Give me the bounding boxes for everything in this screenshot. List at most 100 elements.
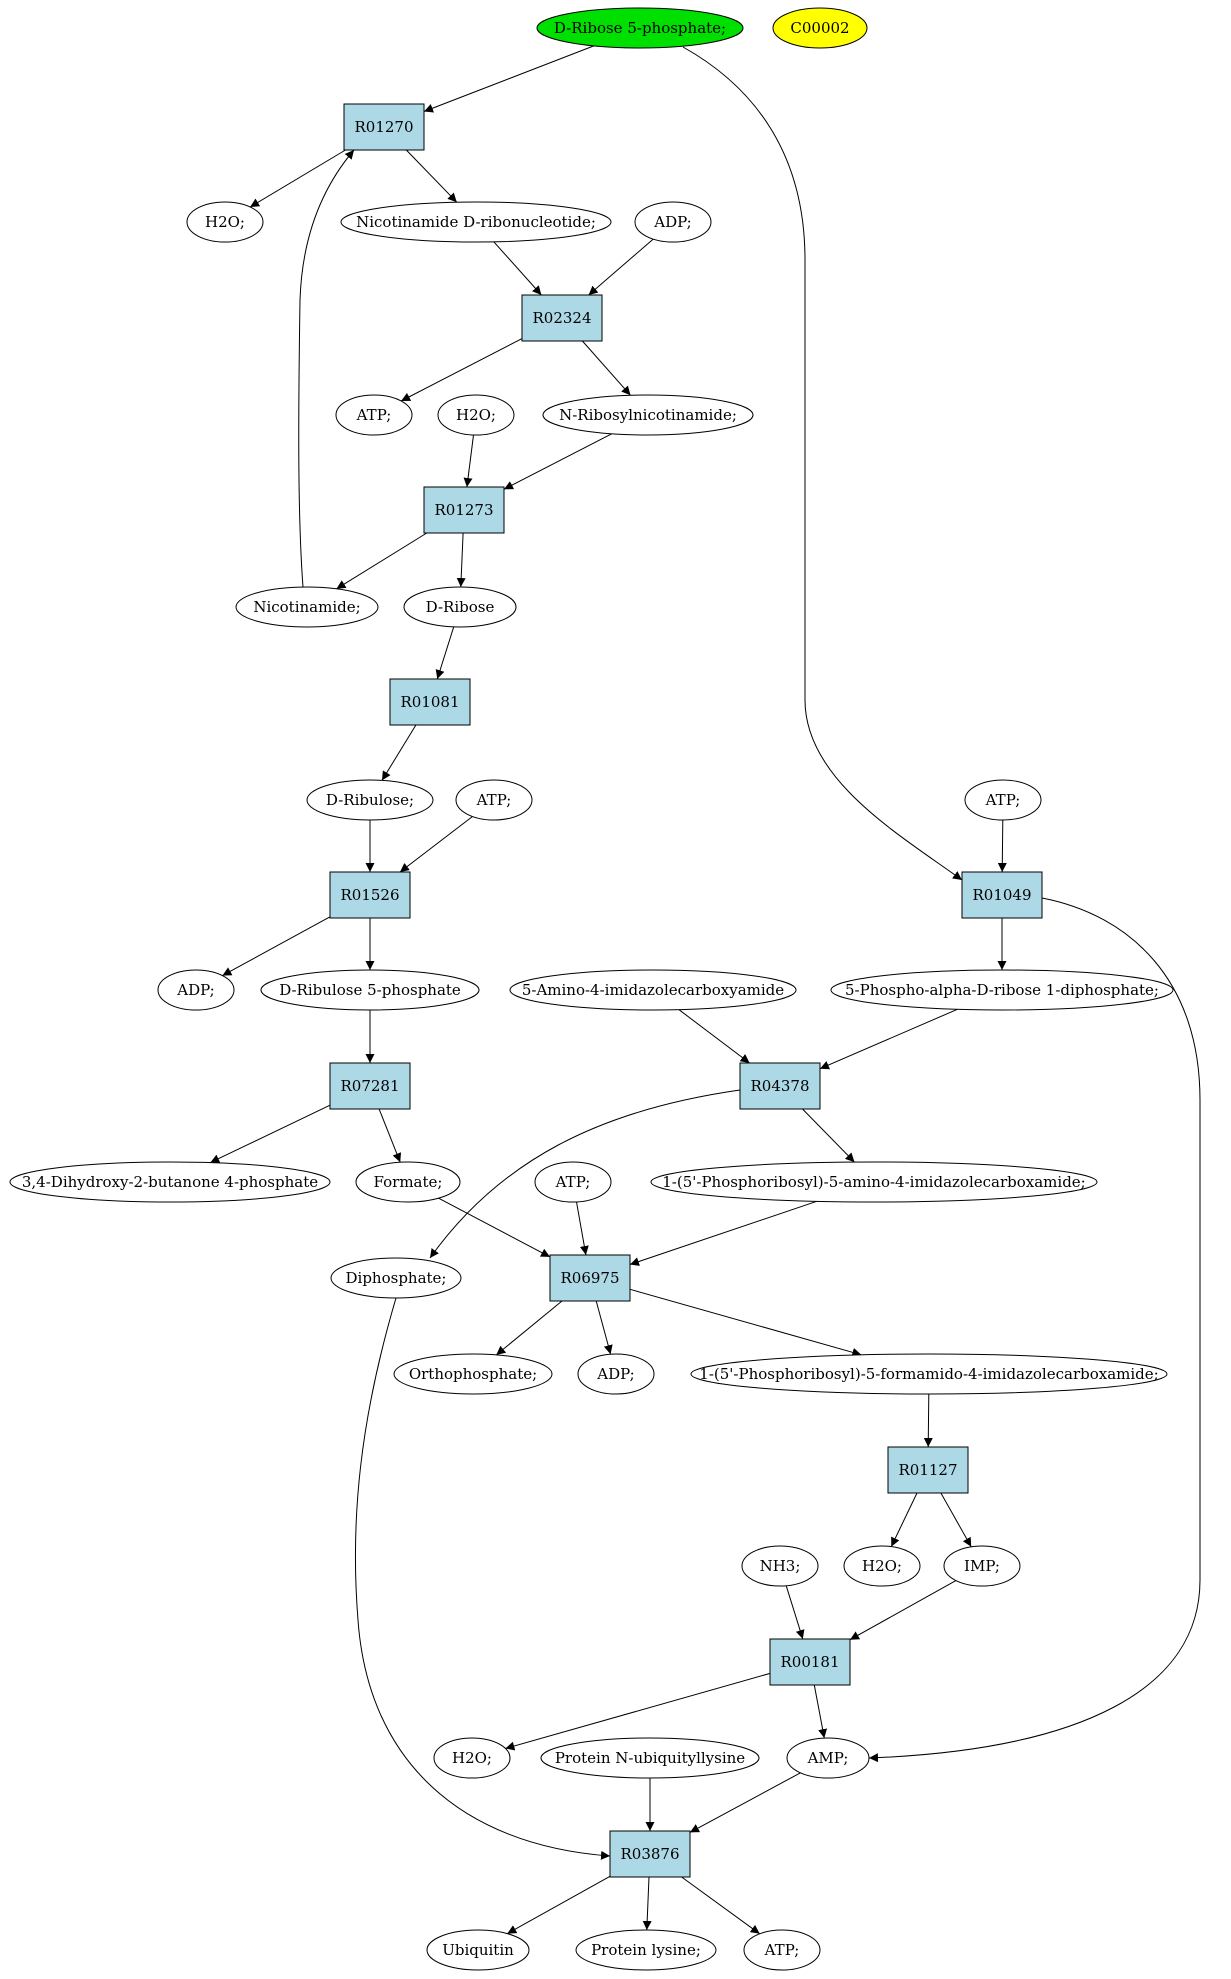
compound-node-c-h2o-1[interactable]: H2O; <box>186 201 264 243</box>
compound-node-c-ppi[interactable]: Diphosphate; <box>330 1257 462 1299</box>
compound-ellipse <box>741 1545 819 1587</box>
compound-node-c-nam[interactable]: Nicotinamide; <box>235 586 379 628</box>
compound-ellipse <box>157 969 235 1011</box>
compound-node-c-atp-5[interactable]: ATP; <box>743 1929 821 1971</box>
compound-ellipse <box>260 969 480 1011</box>
node-label: IMP; <box>964 1557 1000 1575</box>
edge-c_ppi-to-r03876 <box>354 1297 611 1860</box>
compound-ellipse <box>433 1737 511 1779</box>
compound-ellipse <box>577 1353 655 1395</box>
reaction-node-r00181[interactable]: R00181 <box>769 1638 851 1686</box>
edge-r01273-to-c_drib <box>456 532 466 588</box>
edge-c_formate-to-r06975 <box>438 1197 551 1258</box>
reaction-node-r01127[interactable]: R01127 <box>887 1446 969 1494</box>
compound-node-c-dhbp[interactable]: 3,4-Dihydroxy-2-butanone 4-phosphate <box>9 1161 331 1203</box>
reaction-box <box>887 1446 969 1494</box>
compound-node-c-drib[interactable]: D-Ribose <box>403 586 517 628</box>
node-label: N-Ribosylnicotinamide; <box>559 406 737 424</box>
compound-node-c-dribulose[interactable]: D-Ribulose; <box>306 779 434 821</box>
node-label: ATP; <box>476 791 512 809</box>
compound-node-c-h2o-4[interactable]: H2O; <box>433 1737 511 1779</box>
node-label: R01049 <box>972 886 1031 904</box>
compound-ellipse <box>235 586 379 628</box>
compound-node-c-adp-3[interactable]: ADP; <box>577 1353 655 1395</box>
reaction-box <box>329 871 411 919</box>
reaction-node-r04378[interactable]: R04378 <box>739 1062 821 1110</box>
node-label: R01127 <box>898 1461 957 1479</box>
reaction-box <box>423 486 505 534</box>
compound-node-c-ub[interactable]: Ubiquitin <box>426 1929 530 1971</box>
compound-ellipse <box>536 7 744 49</box>
reaction-node-r01526[interactable]: R01526 <box>329 871 411 919</box>
edge-c_adp_1-to-r02324 <box>588 238 654 296</box>
compound-ellipse <box>403 586 517 628</box>
compound-ellipse <box>355 1161 461 1203</box>
node-label: H2O; <box>205 213 245 231</box>
reaction-node-r03876[interactable]: R03876 <box>609 1830 691 1878</box>
compound-node-c-ru5p[interactable]: D-Ribulose 5-phosphate <box>260 969 480 1011</box>
compound-node-c-atp-2[interactable]: ATP; <box>455 779 533 821</box>
compound-node-c-nh3[interactable]: NH3; <box>741 1545 819 1587</box>
compound-ellipse <box>542 394 754 436</box>
edge-c_atp_3-to-r01049 <box>997 819 1007 873</box>
compound-ellipse <box>335 394 413 436</box>
edge-r02324-to-c_atp_1 <box>400 338 523 402</box>
node-label: 1-(5'-Phosphoribosyl)-5-amino-4-imidazol… <box>662 1173 1086 1191</box>
edge-r03876-to-c_plys <box>642 1876 652 1931</box>
compound-node-c-atp-4[interactable]: ATP; <box>534 1161 612 1203</box>
compound-ellipse <box>426 1929 530 1971</box>
compound-ellipse <box>964 779 1042 821</box>
edge-r04378-to-c_aicar <box>802 1108 855 1163</box>
reaction-box <box>343 103 425 151</box>
compound-node-c-h2o-3[interactable]: H2O; <box>843 1545 921 1587</box>
compound-ellipse <box>509 969 797 1011</box>
node-label: ATP; <box>356 406 392 424</box>
node-label: Ubiquitin <box>442 1941 514 1959</box>
compound-node-c-r5p[interactable]: D-Ribose 5-phosphate; <box>536 7 744 49</box>
compound-ellipse <box>393 1353 553 1395</box>
compound-node-c-aica[interactable]: 5-Amino-4-imidazolecarboxyamide <box>509 969 797 1011</box>
compound-node-c-formate[interactable]: Formate; <box>355 1161 461 1203</box>
reaction-box <box>521 294 603 342</box>
compound-node-c-plys[interactable]: Protein lysine; <box>575 1929 717 1971</box>
node-label: ATP; <box>555 1173 591 1191</box>
reaction-node-r01273[interactable]: R01273 <box>423 486 505 534</box>
compound-node-c-nrn[interactable]: N-Ribosylnicotinamide; <box>542 394 754 436</box>
compound-node-c-adp-1[interactable]: ADP; <box>634 201 712 243</box>
compound-node-c-imp[interactable]: IMP; <box>943 1545 1021 1587</box>
compound-ellipse <box>743 1929 821 1971</box>
node-label: R07281 <box>340 1077 399 1095</box>
reaction-node-r07281[interactable]: R07281 <box>329 1062 411 1110</box>
compound-ellipse <box>650 1161 1098 1203</box>
compound-node-c-adp-2[interactable]: ADP; <box>157 969 235 1011</box>
compound-node-c-amp[interactable]: AMP; <box>786 1737 870 1779</box>
edge-c_h2o_2-to-r01273 <box>463 434 474 488</box>
compound-ellipse <box>634 201 712 243</box>
node-label: D-Ribose <box>426 598 495 616</box>
node-label: R06975 <box>560 1269 619 1287</box>
reaction-node-r01270[interactable]: R01270 <box>343 103 425 151</box>
reaction-node-r01081[interactable]: R01081 <box>389 678 471 726</box>
edge-c_imp-to-r00181 <box>849 1580 957 1641</box>
node-label: Nicotinamide; <box>253 598 360 616</box>
compound-node-c-pi[interactable]: Orthophosphate; <box>393 1353 553 1395</box>
compound-node-c-h2o-2[interactable]: H2O; <box>437 394 515 436</box>
reaction-node-r02324[interactable]: R02324 <box>521 294 603 342</box>
node-label: D-Ribose 5-phosphate; <box>554 19 726 37</box>
compound-node-c-nmn[interactable]: Nicotinamide D-ribonucleotide; <box>340 201 612 243</box>
compound-node-c-atp-1[interactable]: ATP; <box>335 394 413 436</box>
reaction-node-r06975[interactable]: R06975 <box>549 1254 631 1302</box>
compound-node-c-atp-3[interactable]: ATP; <box>964 779 1042 821</box>
compound-node-c-prpp[interactable]: 5-Phospho-alpha-D-ribose 1-diphosphate; <box>830 969 1174 1011</box>
compound-node-c-c00002[interactable]: C00002 <box>772 7 868 49</box>
compound-node-c-aicar[interactable]: 1-(5'-Phosphoribosyl)-5-amino-4-imidazol… <box>650 1161 1098 1203</box>
compound-node-c-pnul[interactable]: Protein N-ubiquityllysine <box>540 1737 760 1779</box>
reaction-box <box>739 1062 821 1110</box>
compound-ellipse <box>455 779 533 821</box>
edge-r01127-to-c_imp <box>940 1492 972 1548</box>
node-label: H2O; <box>862 1557 902 1575</box>
edges-layer <box>210 45 1201 1935</box>
compound-ellipse <box>830 969 1174 1011</box>
compound-node-c-faicar[interactable]: 1-(5'-Phosphoribosyl)-5-formamido-4-imid… <box>690 1353 1168 1395</box>
reaction-node-r01049[interactable]: R01049 <box>961 871 1043 919</box>
